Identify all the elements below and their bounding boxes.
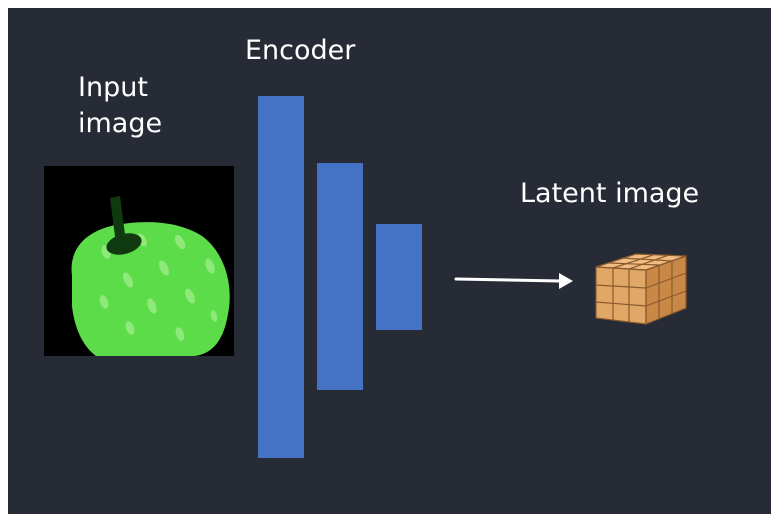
orange-cube-grid-icon	[595, 253, 687, 325]
encoder-layer-3	[376, 224, 422, 330]
right-arrow-icon	[454, 273, 573, 289]
input-image-label: Input image	[78, 72, 163, 139]
encoder-label: Encoder	[245, 35, 356, 66]
input-image	[44, 166, 234, 356]
encoder-layer-1	[258, 96, 304, 458]
encoder-layer-2	[317, 163, 363, 390]
green-apple-drawing	[71, 196, 230, 356]
latent-image-label: Latent image	[520, 178, 700, 209]
